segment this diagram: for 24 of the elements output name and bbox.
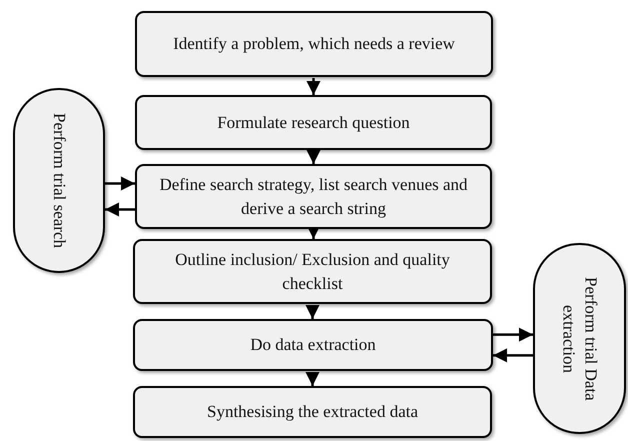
process-box	[135, 164, 492, 229]
process-box	[133, 239, 492, 304]
process-box	[133, 386, 492, 438]
step-text: Perform trial Data extraction	[558, 276, 602, 402]
step-text: Formulate research question	[217, 112, 410, 134]
arrow	[493, 328, 533, 342]
arrow	[105, 202, 135, 216]
terminal-shape	[533, 243, 626, 434]
step-text: Synthesising the extracted data	[206, 401, 418, 423]
arrow	[306, 78, 320, 95]
step-text: Define search strategy, list search venues and derive a search string	[158, 174, 469, 220]
process-box	[135, 11, 493, 77]
arrow	[493, 348, 533, 362]
arrow	[306, 305, 320, 319]
step-text: Do data extraction	[250, 334, 376, 356]
arrow	[306, 150, 320, 164]
arrow	[105, 176, 135, 190]
process-box	[133, 319, 493, 371]
step-text: Outline inclusion/ Exclusion and quality checklist	[174, 248, 451, 294]
step-text: Perform trial search	[49, 113, 70, 248]
terminal-shape	[13, 88, 105, 273]
process-box	[135, 95, 492, 150]
arrow	[306, 372, 320, 386]
step-text: Identify a problem, which needs a review	[173, 33, 455, 55]
